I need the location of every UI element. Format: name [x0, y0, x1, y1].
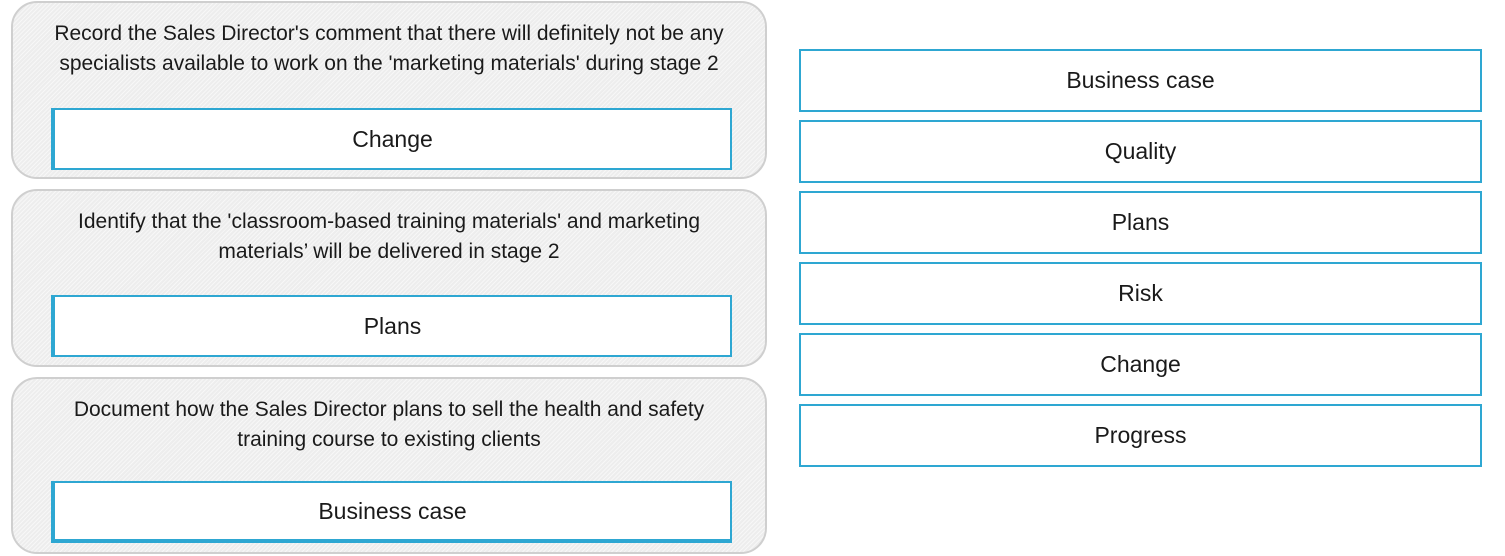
question-card-1: Record the Sales Director's comment that… — [11, 1, 767, 179]
option-quality[interactable]: Quality — [799, 120, 1482, 183]
option-business-case[interactable]: Business case — [799, 49, 1482, 112]
question-card-2: Identify that the 'classroom-based train… — [11, 189, 767, 367]
option-progress[interactable]: Progress — [799, 404, 1482, 467]
answer-drop-target-1[interactable]: Change — [51, 108, 732, 170]
answer-drop-target-3[interactable]: Business case — [51, 481, 732, 543]
answer-drop-target-2[interactable]: Plans — [51, 295, 732, 357]
question-text-1: Record the Sales Director's comment that… — [54, 22, 724, 75]
option-change[interactable]: Change — [799, 333, 1482, 396]
option-risk[interactable]: Risk — [799, 262, 1482, 325]
answer-option-list: Business case Quality Plans Risk Change … — [799, 49, 1482, 475]
question-card-3: Document how the Sales Director plans to… — [11, 377, 767, 554]
option-plans[interactable]: Plans — [799, 191, 1482, 254]
question-text-2: Identify that the 'classroom-based train… — [78, 210, 700, 263]
question-text-3: Document how the Sales Director plans to… — [73, 398, 705, 451]
